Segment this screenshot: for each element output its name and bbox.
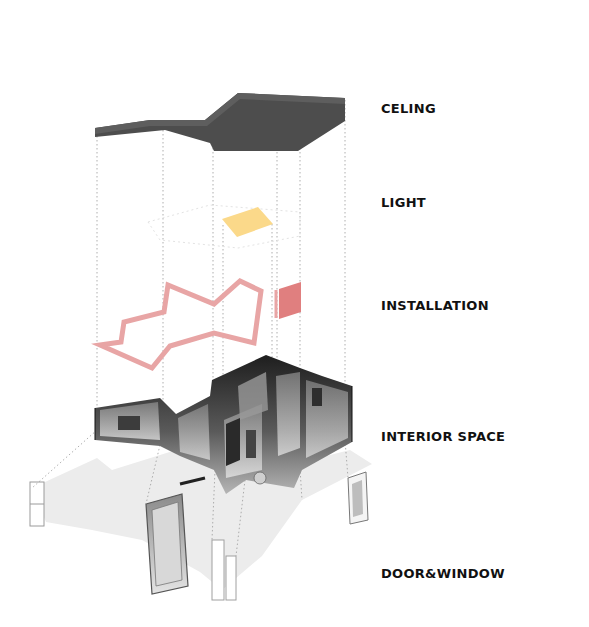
ceiling-slab [95, 93, 345, 151]
door-window-layer [30, 450, 372, 600]
layer-label: INTERIOR SPACE [381, 430, 505, 443]
layer-label: DOOR&WINDOW [381, 567, 505, 580]
interior-space [95, 355, 352, 494]
projection-lines [32, 100, 348, 556]
layer-label: INSTALLATION [381, 299, 489, 312]
installation-layer [100, 281, 301, 368]
layer-label: LIGHT [381, 196, 426, 209]
layer-label: CELING [381, 102, 436, 115]
light-layer [148, 205, 300, 248]
